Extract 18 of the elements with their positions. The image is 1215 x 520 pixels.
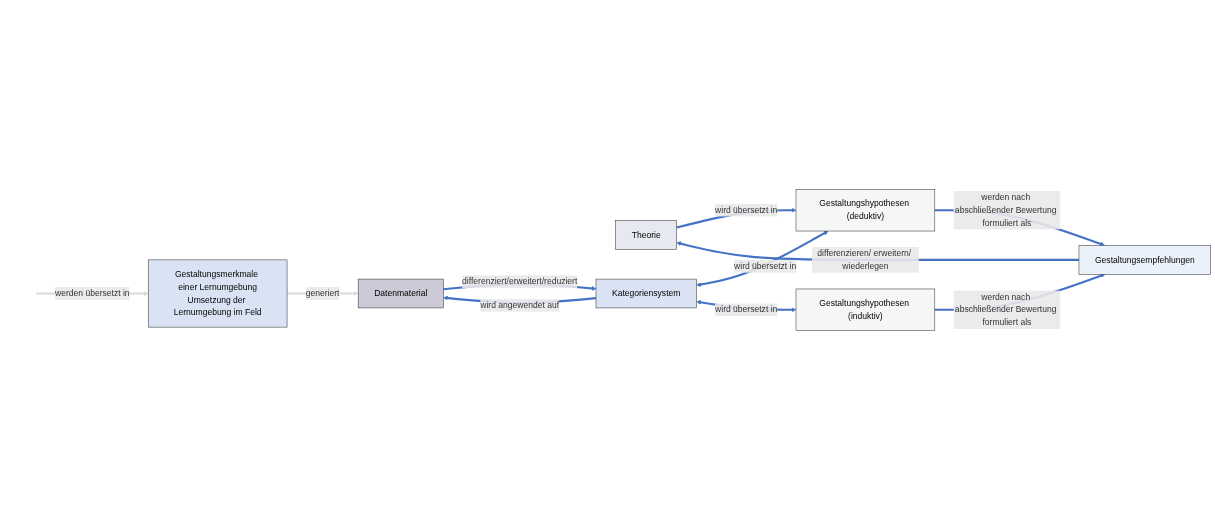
edge-label: wird übersetzt in [734, 261, 797, 271]
node-box: Gestaltungsempfehlungen [1078, 245, 1211, 275]
edge-label: werden übersetzt in [55, 288, 130, 298]
edge-label: differenzieren/ erweitern/ wiederlegen [817, 248, 912, 271]
edge-label: wird angewendet auf [480, 300, 560, 310]
node-box: Gestaltungshypothesen (induktiv) [795, 288, 936, 331]
node-box: Gestaltungsmerkmale einer Lernumgebung Umsetzung der Lernumgebung im Feld [147, 259, 288, 328]
edge-label: werden nach abschließender Bewertung formuliert als [954, 192, 1057, 228]
edge-label: generiert [305, 288, 340, 298]
node-box: Theorie [615, 220, 677, 250]
edge-label: wird übersetzt in [715, 304, 778, 315]
edge-label: wird übersetzt in [715, 205, 778, 215]
arrow [696, 230, 829, 287]
node-box: Gestaltungshypothesen (deduktiv) [795, 189, 936, 232]
node-box: Kategoriensystem [595, 278, 697, 309]
node-box: Datenmaterial [357, 278, 444, 309]
edge-label: werden nach abschließender Bewertung formuliert als [954, 292, 1057, 327]
edge-label: differenziert/erweitert/reduziert [462, 276, 578, 287]
